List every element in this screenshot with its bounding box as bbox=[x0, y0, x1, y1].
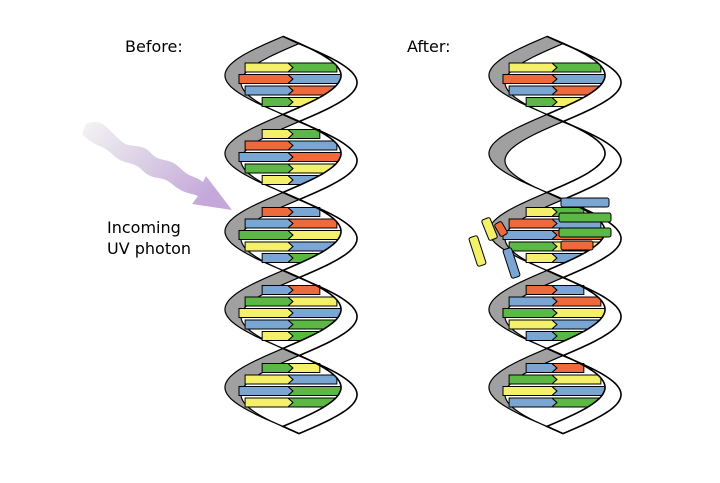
base-left bbox=[502, 386, 558, 396]
base-left bbox=[244, 62, 294, 73]
base-left bbox=[238, 386, 294, 396]
uv-photon-wave bbox=[82, 121, 232, 210]
base-left bbox=[261, 331, 294, 341]
uv-photon-label-line2: UV photon bbox=[107, 239, 192, 258]
broken-base-fragment bbox=[558, 227, 612, 238]
base-left bbox=[244, 319, 294, 330]
base-right bbox=[550, 386, 608, 396]
base-left bbox=[238, 308, 294, 318]
backbone-strand-front-segment bbox=[545, 113, 622, 201]
damaged-bases bbox=[468, 197, 612, 279]
base-left bbox=[244, 296, 294, 307]
base-right bbox=[286, 207, 321, 217]
base-left bbox=[502, 308, 558, 318]
base-left bbox=[508, 397, 558, 408]
base-right bbox=[550, 374, 602, 385]
dna-helix-after bbox=[468, 35, 622, 435]
base-left bbox=[508, 218, 558, 229]
base-right bbox=[550, 296, 602, 307]
base-left bbox=[508, 62, 558, 73]
base-right bbox=[286, 285, 321, 295]
base-right bbox=[286, 374, 338, 385]
backbone-strand-front-segment bbox=[281, 347, 358, 435]
before-label: Before: bbox=[125, 37, 183, 56]
base-right bbox=[286, 62, 338, 73]
base-left bbox=[525, 285, 558, 295]
base-left bbox=[238, 74, 294, 84]
broken-base-fragment bbox=[558, 212, 612, 223]
base-right bbox=[550, 363, 585, 373]
base-right bbox=[286, 85, 338, 96]
base-left bbox=[261, 253, 294, 263]
broken-base-fragment bbox=[494, 221, 508, 237]
base-left bbox=[238, 152, 294, 162]
base-right bbox=[550, 397, 602, 408]
base-right bbox=[550, 62, 602, 73]
base-right bbox=[286, 74, 344, 84]
base-right bbox=[286, 397, 338, 408]
backbone-strand-front-segment bbox=[545, 347, 622, 435]
base-left bbox=[261, 175, 294, 185]
base-right bbox=[286, 386, 344, 396]
base-right bbox=[550, 319, 602, 330]
base-pairs bbox=[238, 62, 344, 408]
base-right bbox=[550, 85, 602, 96]
backbone-front-strands bbox=[545, 35, 622, 435]
broken-base-fragment bbox=[468, 235, 487, 267]
base-right bbox=[286, 163, 338, 174]
base-right bbox=[550, 308, 608, 318]
base-left bbox=[244, 163, 294, 174]
after-label: After: bbox=[407, 37, 451, 56]
base-left bbox=[508, 374, 558, 385]
base-left bbox=[244, 85, 294, 96]
base-left bbox=[508, 85, 558, 96]
base-right bbox=[286, 363, 321, 373]
dna-helix-before bbox=[224, 35, 358, 435]
base-left bbox=[244, 241, 294, 252]
base-left bbox=[508, 319, 558, 330]
uv-photon-label-line1: Incoming bbox=[107, 218, 181, 237]
base-left bbox=[261, 207, 294, 217]
base-left bbox=[525, 363, 558, 373]
base-right bbox=[286, 230, 344, 240]
broken-base-fragment bbox=[481, 217, 498, 241]
base-left bbox=[502, 230, 558, 240]
uv-photon-arrow bbox=[82, 121, 232, 210]
base-right bbox=[286, 218, 338, 229]
base-right bbox=[286, 140, 338, 151]
base-left bbox=[502, 74, 558, 84]
broken-base-fragment bbox=[560, 197, 610, 208]
base-left bbox=[508, 296, 558, 307]
base-left bbox=[261, 97, 294, 107]
base-right bbox=[286, 296, 338, 307]
backbone-strand-back-segment bbox=[488, 113, 565, 201]
base-left bbox=[261, 285, 294, 295]
base-left bbox=[244, 374, 294, 385]
base-right bbox=[550, 74, 608, 84]
base-right bbox=[286, 308, 344, 318]
base-left bbox=[525, 253, 558, 263]
base-left bbox=[525, 207, 558, 217]
base-left bbox=[261, 363, 294, 373]
base-right bbox=[286, 129, 321, 139]
base-right bbox=[286, 152, 344, 162]
base-left bbox=[525, 97, 558, 107]
base-left bbox=[244, 140, 294, 151]
base-left bbox=[525, 331, 558, 341]
base-left bbox=[244, 397, 294, 408]
broken-base-fragment bbox=[502, 247, 521, 279]
base-right bbox=[286, 319, 338, 330]
base-left bbox=[244, 218, 294, 229]
base-right bbox=[550, 285, 585, 295]
broken-base-fragment bbox=[560, 240, 594, 251]
base-pairs bbox=[502, 62, 608, 408]
base-left bbox=[508, 241, 558, 252]
base-left bbox=[261, 129, 294, 139]
base-right bbox=[286, 241, 338, 252]
backbone-front-strands bbox=[281, 35, 358, 435]
base-left bbox=[238, 230, 294, 240]
